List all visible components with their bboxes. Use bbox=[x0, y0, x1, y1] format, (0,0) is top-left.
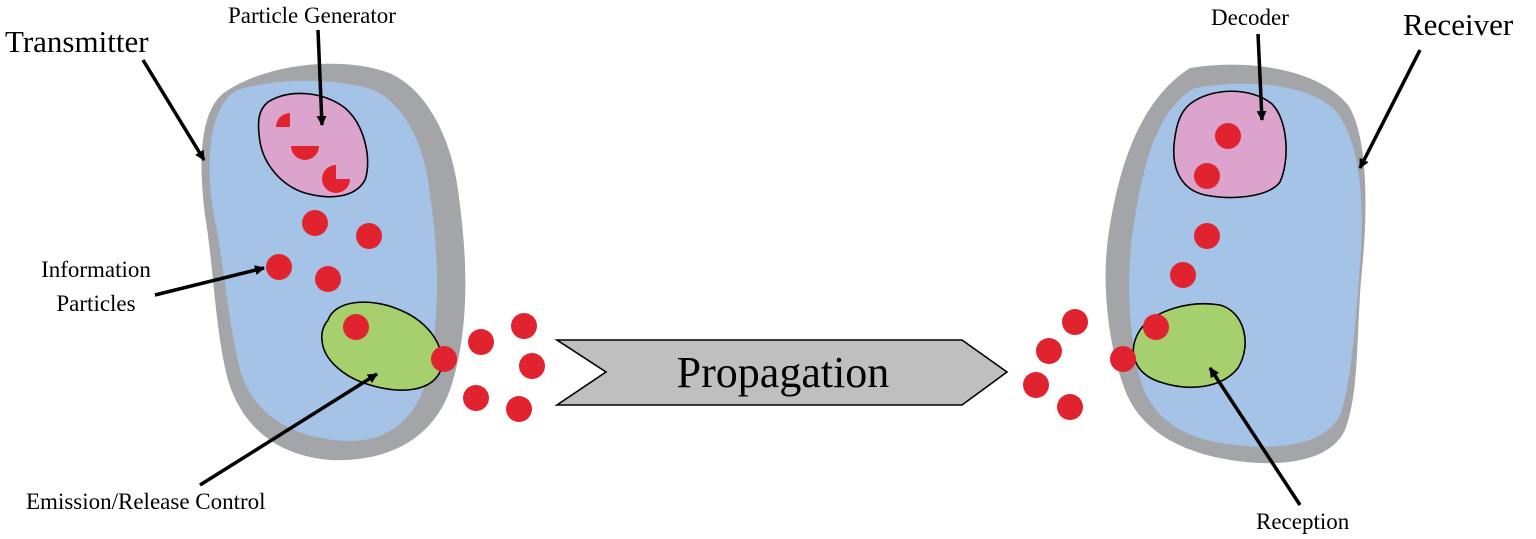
decoder-pointer bbox=[1256, 33, 1267, 121]
reception-label: Reception bbox=[1256, 509, 1350, 534]
decoder-label: Decoder bbox=[1211, 5, 1289, 30]
particle bbox=[1194, 163, 1220, 189]
particle bbox=[1062, 309, 1088, 335]
particle-generator-pointer bbox=[316, 29, 327, 126]
particle bbox=[1057, 394, 1083, 420]
particle bbox=[302, 210, 328, 236]
emission-control-pointer bbox=[199, 372, 378, 487]
transmitter-pointer bbox=[141, 59, 206, 161]
partial-particle-icon bbox=[276, 113, 290, 127]
particle bbox=[1170, 262, 1196, 288]
particle bbox=[511, 313, 537, 339]
propagation-arrow: Propagation bbox=[554, 339, 1009, 406]
particle bbox=[1023, 372, 1049, 398]
reception-pointer bbox=[1208, 367, 1302, 506]
particle bbox=[506, 396, 532, 422]
receiver-label: Receiver bbox=[1403, 7, 1514, 42]
particle bbox=[463, 385, 489, 411]
particle-generator-label: Particle Generator bbox=[228, 3, 396, 28]
information-particles-pointer bbox=[154, 265, 265, 297]
emission-release-control-label: Emission/Release Control bbox=[26, 489, 266, 514]
particle bbox=[266, 254, 292, 280]
information-particles bbox=[266, 123, 1241, 422]
particle bbox=[431, 346, 457, 372]
partial-particle-icon bbox=[291, 146, 319, 160]
pointer-arrows bbox=[141, 29, 1422, 506]
particle bbox=[1143, 314, 1169, 340]
receiver-pointer bbox=[1358, 49, 1422, 169]
particle bbox=[1215, 123, 1241, 149]
particle bbox=[1110, 346, 1136, 372]
particle bbox=[1036, 338, 1062, 364]
particle bbox=[468, 329, 494, 355]
particle bbox=[356, 223, 382, 249]
partial-particle-icon bbox=[322, 165, 350, 193]
transmitter-cell bbox=[201, 63, 466, 461]
propagation-label: Propagation bbox=[677, 348, 890, 397]
receiver-cell bbox=[1105, 64, 1366, 464]
information-particles-label-line2: Particles bbox=[56, 291, 135, 316]
particle bbox=[315, 266, 341, 292]
transmitter-label: Transmitter bbox=[5, 24, 149, 59]
particle bbox=[343, 314, 369, 340]
particle bbox=[519, 353, 545, 379]
information-particles-label-line1: Information bbox=[41, 257, 151, 282]
particle bbox=[1194, 223, 1220, 249]
